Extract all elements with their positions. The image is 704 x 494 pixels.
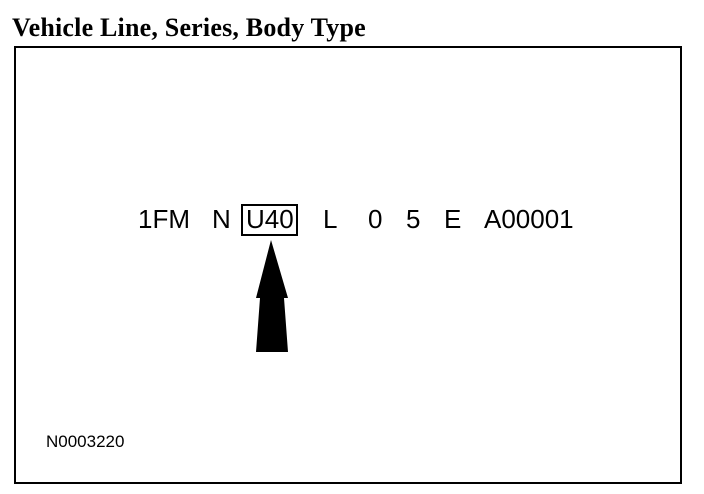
pointer-arrow-icon bbox=[256, 240, 288, 352]
vin-segment-restraint: N bbox=[212, 204, 231, 234]
reference-code: N0003220 bbox=[46, 432, 125, 451]
vin-segment-line-series-body: U40 bbox=[246, 204, 294, 234]
figure-title: Vehicle Line, Series, Body Type bbox=[12, 13, 366, 42]
vin-highlight-box bbox=[241, 204, 298, 236]
diagram-frame bbox=[14, 46, 682, 484]
vin-segment-serial: A00001 bbox=[484, 204, 574, 234]
vin-segment-model-year: 5 bbox=[406, 204, 421, 234]
vin-segment-wmi: 1FM bbox=[138, 204, 190, 234]
vin-segment-check-digit: 0 bbox=[368, 204, 383, 234]
vin-segment-engine: L bbox=[323, 204, 338, 234]
vin-segment-plant: E bbox=[444, 204, 462, 234]
